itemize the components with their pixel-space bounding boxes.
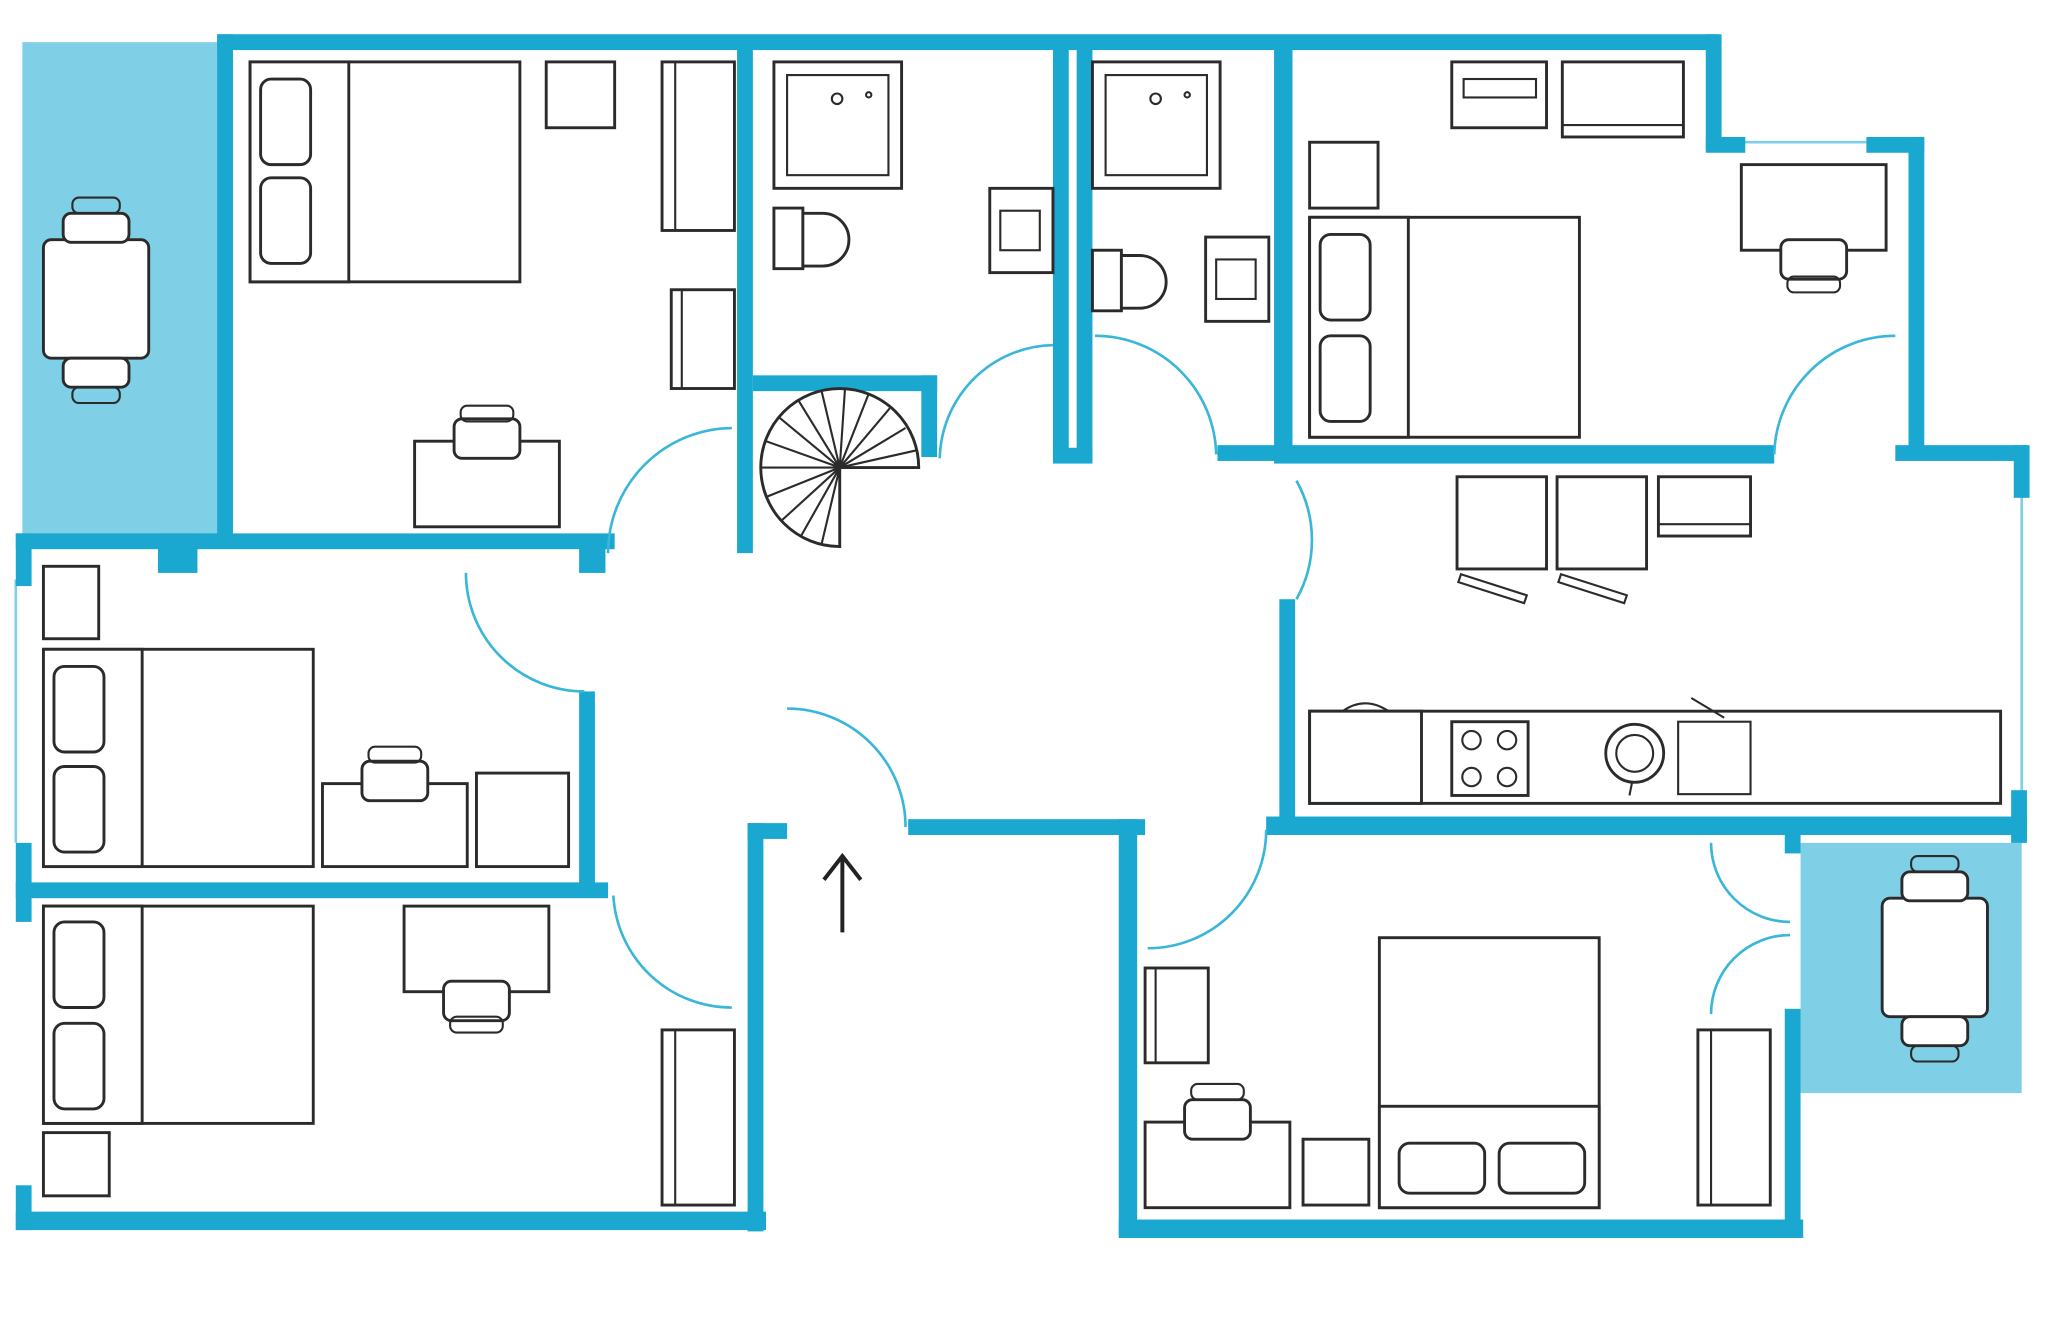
nightstand — [544, 60, 617, 130]
double-bed-icon — [41, 647, 315, 869]
wardrobe-icon — [1143, 966, 1210, 1065]
toilet-icon — [772, 206, 851, 271]
cabinet — [475, 771, 571, 869]
shower-icon — [772, 60, 904, 190]
sink-icon — [1204, 235, 1271, 323]
dresser — [1450, 60, 1685, 139]
desk-chair-icon — [1880, 854, 1989, 1063]
double-bed-icon — [1308, 215, 1581, 439]
walls — [15, 34, 2030, 1238]
desk-chair-icon — [1143, 1082, 1292, 1210]
entrance-arrow-icon — [822, 852, 863, 933]
desk-chair-icon — [413, 404, 561, 529]
sink-icon — [1604, 722, 1666, 796]
double-bed-icon — [41, 904, 315, 1125]
nightstand — [1308, 140, 1380, 210]
stove-icon — [1450, 720, 1530, 797]
dishwasher — [1677, 697, 1752, 796]
wardrobe-icon — [1696, 1028, 1772, 1207]
shower-icon — [1090, 60, 1222, 190]
desk-chair-icon — [321, 745, 469, 869]
double-bed-icon — [1377, 936, 1601, 1210]
kitchen-cabinets — [1455, 475, 1752, 605]
desk-chair-icon — [41, 196, 151, 405]
nightstand — [1301, 1137, 1371, 1207]
wardrobe-icon — [660, 1028, 736, 1207]
nightstand — [41, 1131, 111, 1198]
double-bed-icon — [248, 60, 522, 284]
spiral-stair-icon — [759, 387, 921, 549]
sink-icon — [988, 186, 1055, 275]
desk-chair-icon — [1739, 163, 1888, 294]
wardrobe-icon — [660, 60, 736, 232]
toilet-icon — [1090, 248, 1168, 313]
wardrobe-icon — [669, 288, 736, 390]
desk-chair-icon — [402, 904, 551, 1034]
doors — [464, 334, 1896, 1015]
nightstand — [41, 564, 101, 641]
